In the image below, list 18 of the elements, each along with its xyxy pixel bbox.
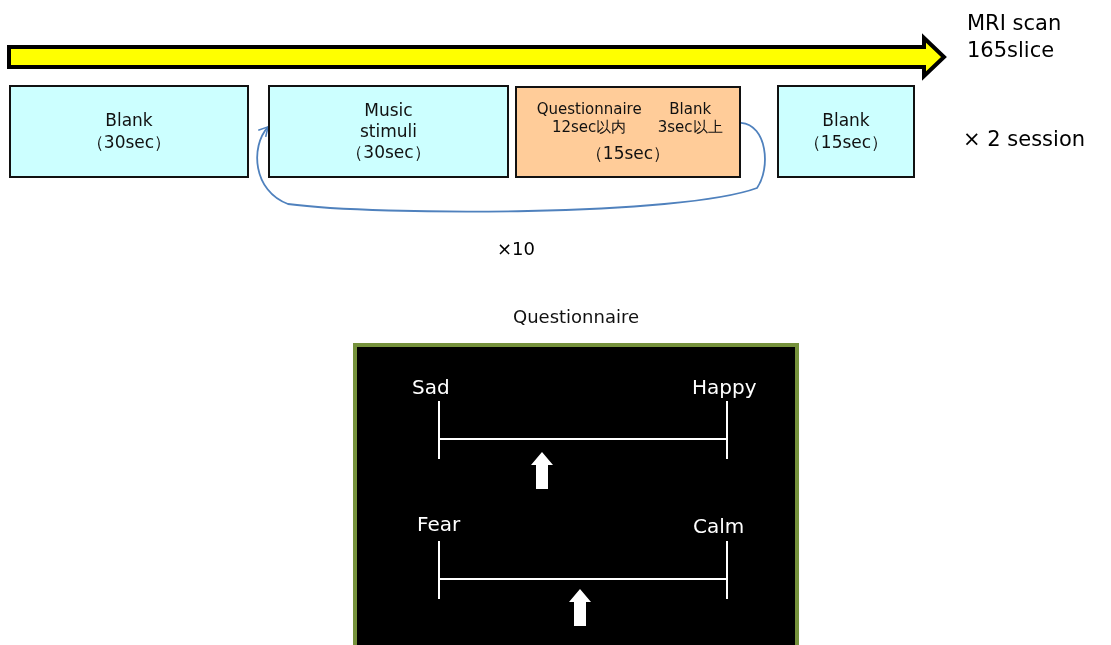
blank-period-box (9, 85, 249, 178)
music-stimuli-box (268, 85, 509, 178)
box-text: Music stimuli （30sec） (345, 99, 432, 164)
loop-arrow (256, 121, 766, 213)
box-text: （15sec） (584, 143, 672, 165)
scale-label: Sad (412, 375, 450, 399)
panel-heading: Questionnaire (512, 306, 640, 327)
box-text: Questionnaire 12sec以内 (535, 99, 643, 138)
scale-label: Fear (417, 512, 461, 536)
blank-period-box (777, 85, 915, 178)
session-note: × 2 session (963, 127, 1086, 151)
scale-label: Calm (693, 514, 745, 538)
scan-note: MRI scan 165slice (967, 10, 1063, 65)
scale-label: Happy (692, 375, 757, 399)
box-text: Blank （15sec） (802, 110, 890, 153)
box-text: Blank （30sec） (85, 110, 173, 153)
questionnaire-period-box (515, 86, 741, 178)
box-text: Blank 3sec以上 (656, 99, 724, 138)
